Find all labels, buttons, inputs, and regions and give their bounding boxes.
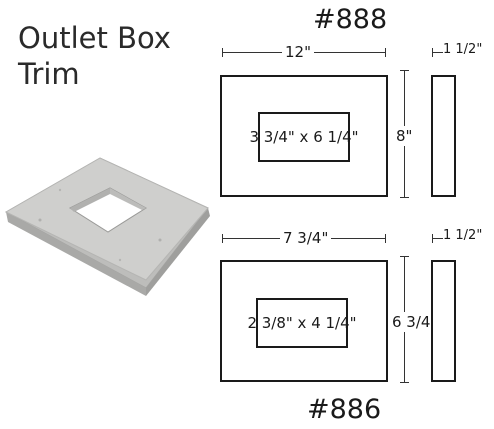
height-tick-bottom-886 (400, 382, 409, 383)
model-number-886: #886 (307, 394, 382, 425)
height-label-888: 8" (396, 126, 413, 146)
outlet-box-trim-photo (4, 157, 210, 296)
side-view-outline-888 (431, 75, 456, 197)
height-label-886: 6 3/4" (392, 312, 438, 332)
side-view-outline-886 (431, 260, 456, 382)
height-tick-bottom (400, 197, 409, 198)
title-line-1: Outlet Box (18, 21, 171, 55)
width-tick-right (385, 48, 386, 57)
width-label-886: 7 3/4" (280, 230, 332, 246)
opening-outline-888: 3 3/4" x 6 1/4" (249, 112, 359, 162)
product-title: Outlet Box Trim (18, 20, 198, 92)
width-label-888: 12" (282, 44, 314, 60)
width-tick-right-886 (385, 234, 386, 243)
depth-label-888: 1 1/2" (443, 42, 483, 58)
opening-label-888: 3 3/4" x 6 1/4" (249, 128, 359, 146)
model-number-888: #888 (313, 4, 388, 35)
title-line-2: Trim (18, 57, 80, 91)
depth-label-886: 1 1/2" (443, 228, 483, 244)
opening-label-886: 2 3/8" x 4 1/4" (247, 314, 357, 332)
opening-outline-886: 2 3/8" x 4 1/4" (247, 298, 357, 348)
